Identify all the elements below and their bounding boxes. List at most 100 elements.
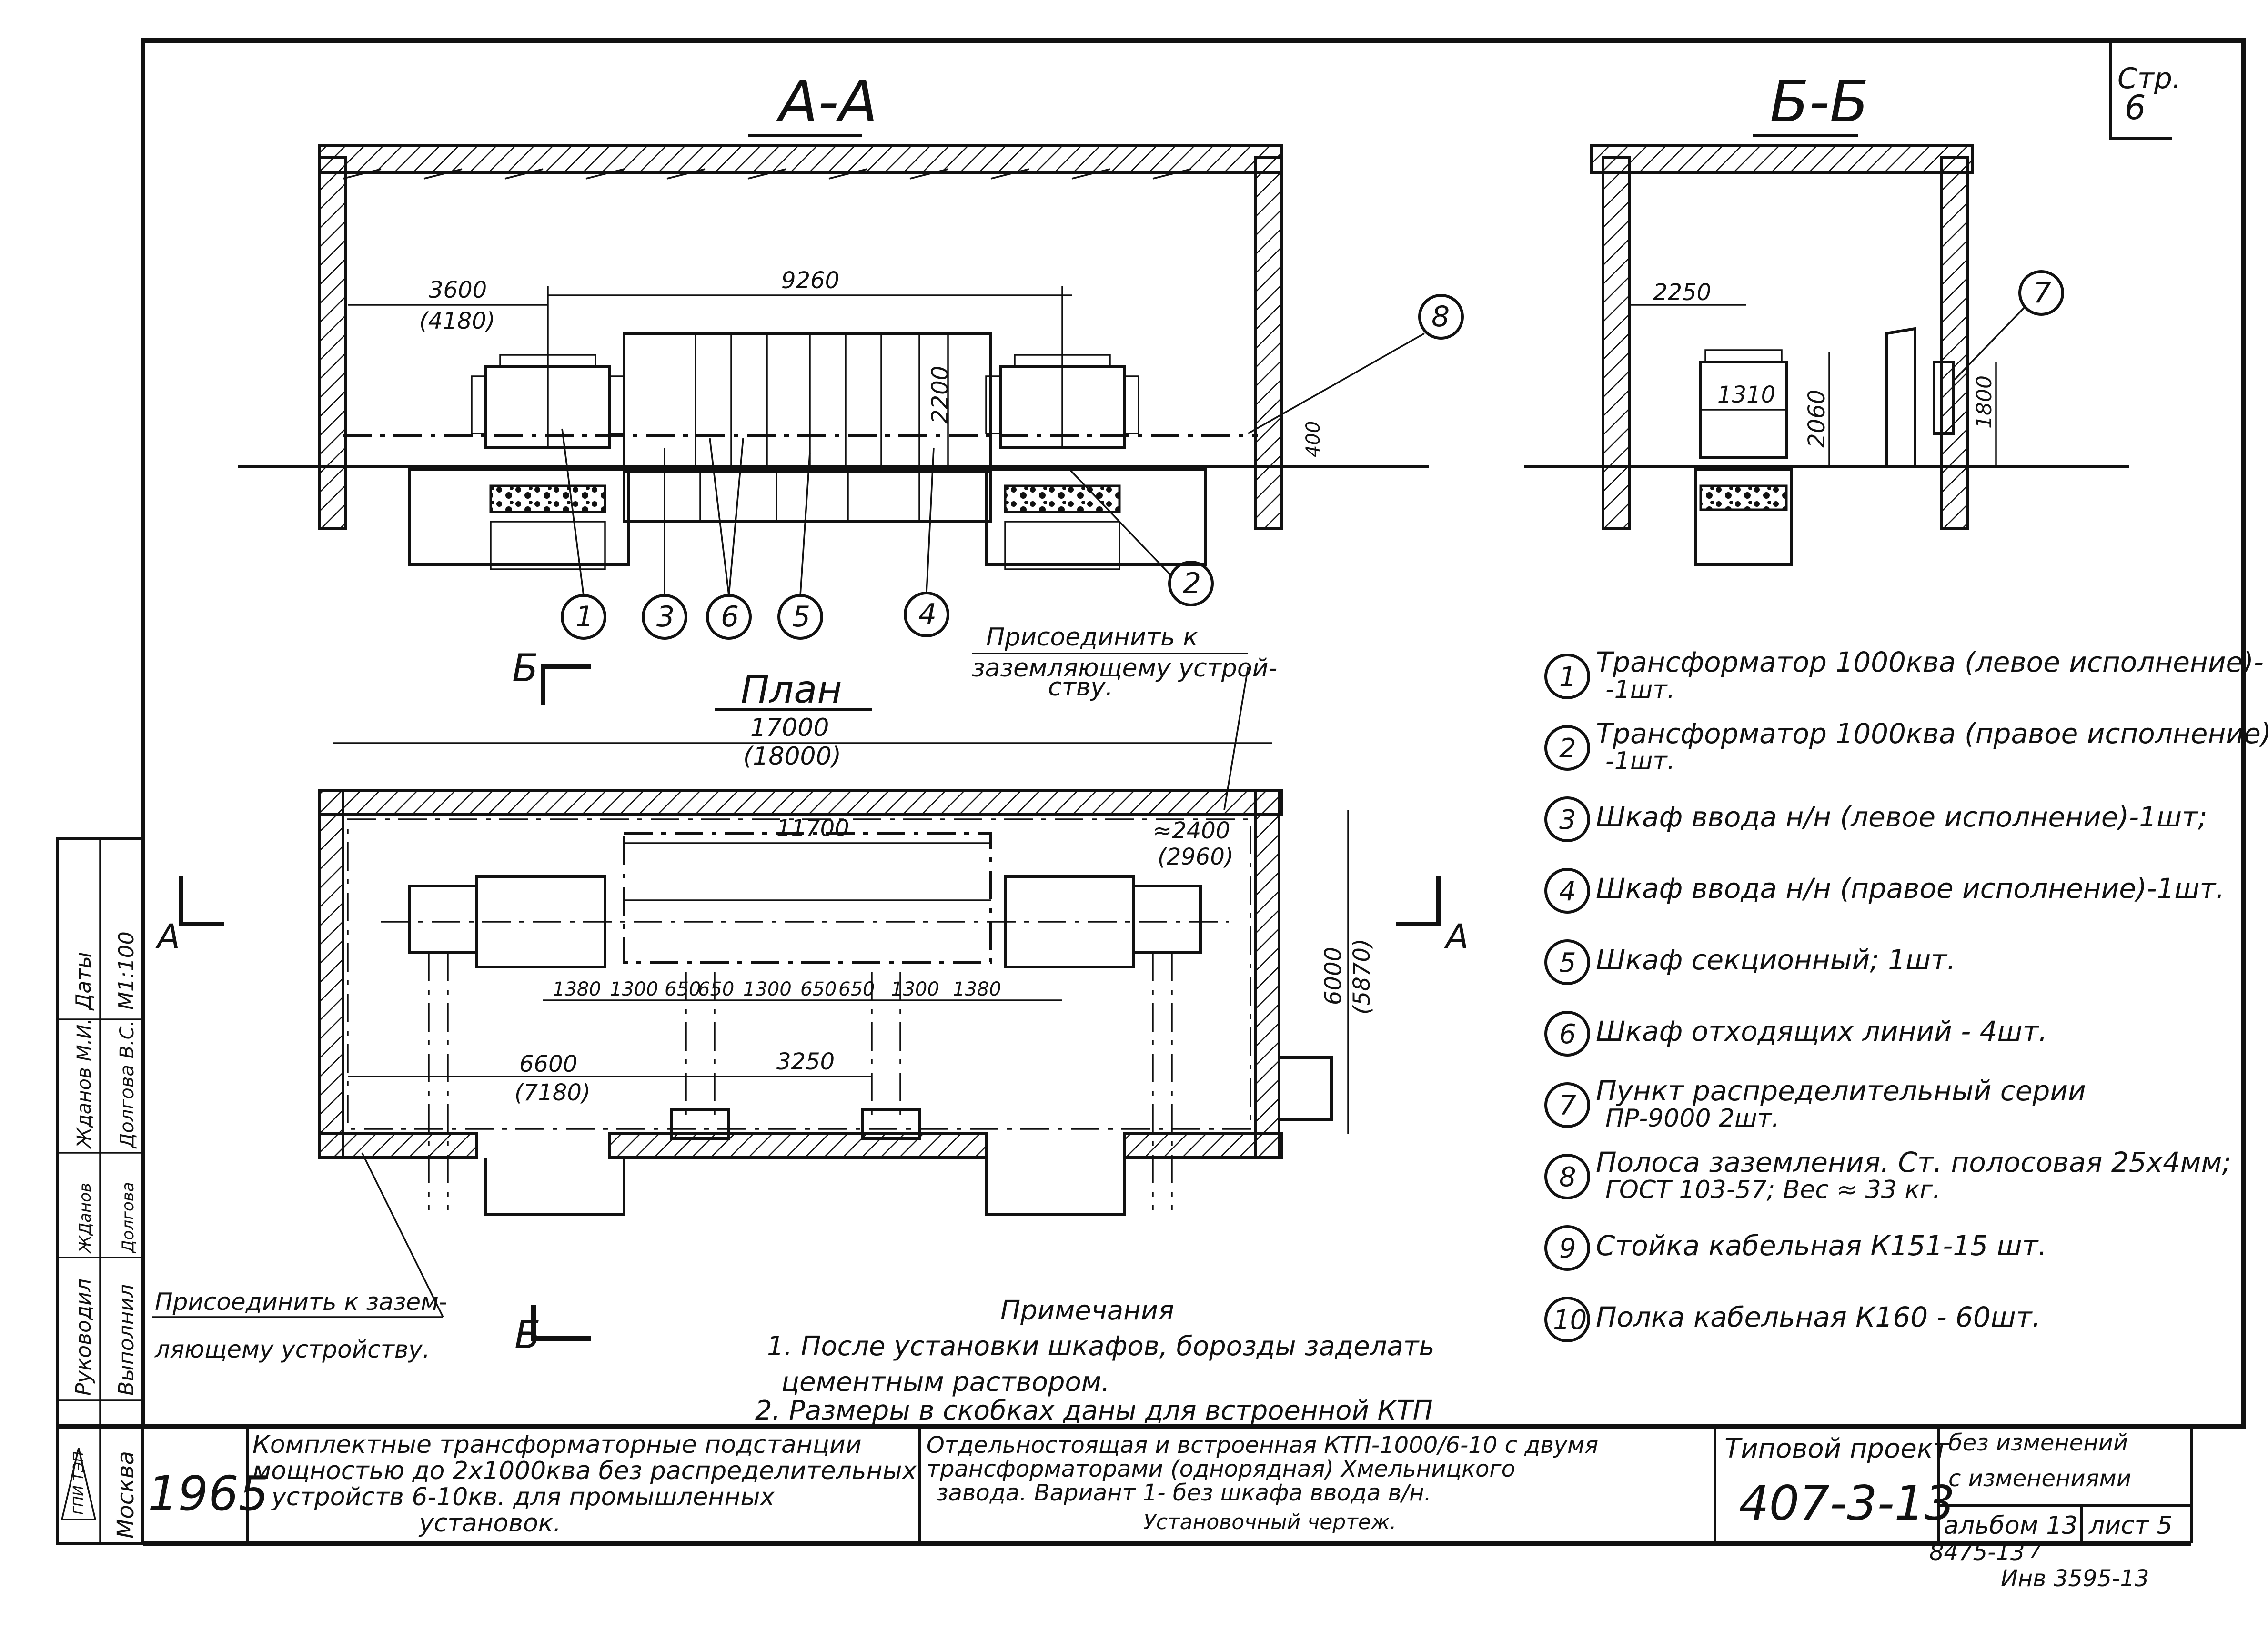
chain-dim-6: 650	[800, 978, 837, 1000]
legend-item-8: 8 Полоса заземления. Ст. полосовая 25х4мм…	[1544, 1146, 2231, 1204]
section-bb-title: Б-Б	[1770, 69, 1869, 135]
org-city: Москва	[112, 1451, 139, 1539]
legend-number: 9	[1559, 1233, 1576, 1264]
chain-dim-9: 1380	[953, 978, 1001, 1000]
legend-text: Шкаф отходящих линий - 4шт.	[1596, 1015, 2047, 1047]
drawing-line-3: завода. Вариант 1- без шкафа ввода в/н.	[936, 1480, 1431, 1506]
legend-item-9: 9 Стойка кабельная К151-15 шт.	[1544, 1225, 2047, 1271]
legend-number: 7	[1559, 1090, 1576, 1121]
legend-number-circle	[1544, 868, 1590, 914]
plan-dim-middle: 3250	[776, 1048, 835, 1075]
drawing-scale: М1:100	[114, 931, 139, 1010]
plan-dim-total-alt: (18000)	[743, 742, 841, 771]
note-line-2: цементным раствором.	[781, 1367, 1110, 1398]
legend-number: 4	[1559, 876, 1576, 907]
aa-callout-5: 5	[792, 600, 810, 634]
legend-number-circle	[1544, 796, 1590, 842]
legend-text: ПР-9000 2шт.	[1605, 1104, 1780, 1133]
page-number-label: Стр.	[2117, 62, 2181, 95]
bb-dim-left: 2250	[1653, 279, 1711, 306]
title-block: 1965 Комплектные трансформаторные подста…	[56, 837, 2244, 1592]
section-aa-title: А-А	[776, 69, 877, 135]
bb-dim-cabinet: 1800	[1972, 375, 1996, 429]
plan-dim-chain: 1380 1300 650 650 1300 650 650 1300 1380	[553, 978, 1001, 1000]
legend-number: 3	[1559, 805, 1576, 836]
dates-label: Даты	[71, 952, 96, 1011]
legend-text: Трансформатор 1000ква (правое исполнение…	[1596, 717, 2268, 750]
legend-number: 5	[1559, 947, 1576, 978]
legend-number-circle	[1544, 1297, 1590, 1342]
drawing-line-1: Отдельностоящая и встроенная КТП-1000/6-…	[927, 1432, 1598, 1459]
legend-item-4: 4 Шкаф ввода н/н (правое исполнение)-1шт.	[1544, 868, 2225, 914]
bb-dim-height: 2060	[1804, 390, 1830, 448]
aa-callouts: 1 3 6 5 4 2	[561, 428, 1214, 640]
note-line-3: 2. Размеры в скобках даны для встроенной…	[755, 1395, 1433, 1426]
legend-number-circle	[1544, 1082, 1590, 1128]
plan-note-top-3: ству.	[1048, 673, 1113, 702]
legend-text: Трансформатор 1000ква (левое исполнение)…	[1596, 646, 2264, 678]
legend-number: 8	[1559, 1162, 1576, 1193]
mark-a-right: А	[1444, 917, 1469, 956]
sign-name-1: Жданов М.И.	[73, 1018, 95, 1149]
legend-item-6: 6 Шкаф отходящих линий - 4шт.	[1544, 1011, 2047, 1057]
legend-text: -1шт.	[1605, 675, 1675, 704]
legend-number: 6	[1559, 1019, 1576, 1050]
legend-number: 1	[1559, 662, 1576, 693]
legend-number-circle	[1544, 1011, 1590, 1057]
legend-text: Полка кабельная К160 - 60шт.	[1596, 1301, 2041, 1333]
footer-code-1: 8475-13	[1929, 1539, 2025, 1566]
aa-callout-ground: 8	[1431, 300, 1450, 333]
org-logo-text: ГПИ ТЭП	[71, 1451, 87, 1515]
legend-text: Стойка кабельная К151-15 шт.	[1596, 1229, 2047, 1262]
legend-text: Полоса заземления. Ст. полосовая 25х4мм;	[1596, 1146, 2231, 1178]
footer-code-3: 7	[2029, 1540, 2042, 1562]
aa-dim-left: 3600	[429, 277, 487, 303]
sign-sig-1: ЖДанов	[76, 1183, 95, 1254]
legend-number-circle	[1544, 1225, 1590, 1271]
plan-note-left-2: ляющему устройству.	[154, 1336, 430, 1363]
aa-callout-2: 2	[1183, 567, 1201, 600]
mark-b-top: Б	[512, 646, 538, 690]
aa-callout-1: 1	[575, 600, 594, 634]
org-logo: ГПИ ТЭП	[60, 1448, 97, 1520]
aa-callout-3: 3	[656, 600, 675, 634]
legend-number-circle	[1544, 654, 1590, 699]
plan-title: План	[741, 667, 842, 712]
status-unchanged: без изменений	[1948, 1430, 2128, 1456]
legend-text: Шкаф ввода н/н (левое исполнение)-1шт;	[1596, 801, 2207, 833]
section-aa: А-А 3600 (4180)	[238, 69, 1464, 640]
notes-heading: Примечания	[1000, 1295, 1174, 1326]
subject-line-1: Комплектные трансформаторные подстанции	[252, 1430, 862, 1459]
aa-dim-left-alt: (4180)	[419, 308, 495, 334]
chain-dim-5: 1300	[743, 978, 792, 1000]
project-label: Типовой проект	[1724, 1433, 1949, 1464]
subject-line-3: устройств 6-10кв. для промышленных	[271, 1483, 775, 1511]
album-number: альбом 13	[1944, 1511, 2078, 1540]
chain-dim-8: 1300	[891, 978, 939, 1000]
section-bb: Б-Б 2250 1310 2060 1800 7	[1524, 69, 2129, 566]
aa-callout-4: 4	[918, 598, 937, 631]
legend-text: Шкаф ввода н/н (правое исполнение)-1шт.	[1596, 872, 2225, 905]
plan-dim-total: 17000	[750, 714, 829, 742]
plan-note-top-2: заземляющему устрой-	[972, 654, 1277, 683]
page-number-box	[2109, 40, 2172, 140]
legend-text: Пункт распределительный серии	[1596, 1075, 2086, 1107]
chain-dim-2: 1300	[610, 978, 658, 1000]
note-line-1: 1. После установки шкафов, борозды задел…	[767, 1331, 1434, 1362]
mark-a-left: А	[155, 917, 180, 956]
legend-item-3: 3 Шкаф ввода н/н (левое исполнение)-1шт;	[1544, 796, 2207, 842]
plan-dim-left-alt: (7180)	[514, 1079, 591, 1106]
plan-note-top-1: Присоединить к	[986, 623, 1198, 652]
plan-note-left-1: Присоединить к зазем-	[155, 1288, 447, 1316]
plan-dim-right-alt: (2960)	[1158, 844, 1234, 870]
legend-number: 2	[1559, 733, 1576, 764]
drawing-line-4: Установочный чертеж.	[1143, 1510, 1397, 1534]
bb-callout-7: 7	[2033, 276, 2051, 310]
drawing-line-2: трансформаторами (однорядная) Хмельницко…	[927, 1456, 1515, 1482]
page-number-value: 6	[2125, 88, 2146, 127]
chain-dim-7: 650	[838, 978, 875, 1000]
chain-dim-1: 1380	[553, 978, 601, 1000]
